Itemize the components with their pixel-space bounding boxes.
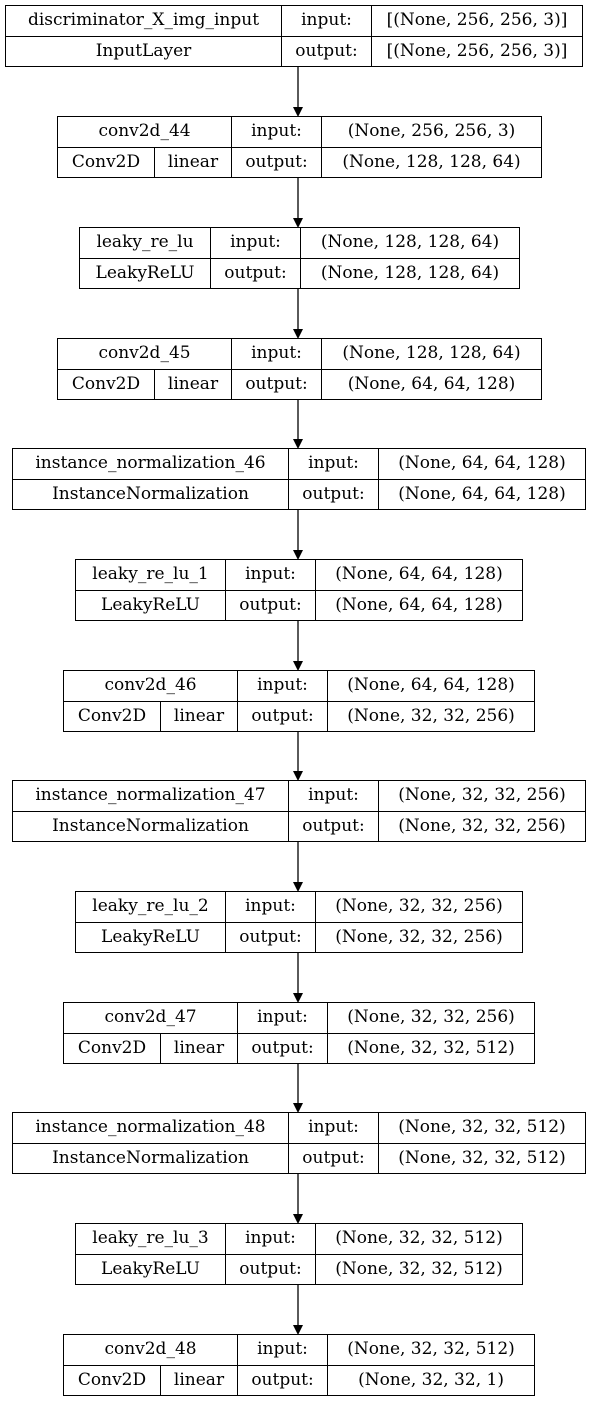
input-label: input: bbox=[288, 448, 379, 480]
input-label: input: bbox=[237, 670, 329, 702]
output-shape: (None, 32, 32, 256) bbox=[315, 921, 523, 953]
output-label: output: bbox=[225, 589, 316, 621]
input-shape: (None, 32, 32, 512) bbox=[315, 1223, 523, 1255]
input-shape: (None, 32, 32, 256) bbox=[327, 1002, 536, 1034]
output-label: output: bbox=[210, 257, 301, 289]
output-label: output: bbox=[237, 1032, 329, 1064]
input-shape: (None, 64, 64, 128) bbox=[315, 559, 523, 591]
layer-name: leaky_re_lu_1 bbox=[75, 559, 226, 591]
output-shape: (None, 32, 32, 512) bbox=[315, 1253, 523, 1285]
output-label: output: bbox=[231, 368, 323, 400]
input-shape: [(None, 256, 256, 3)] bbox=[371, 5, 583, 37]
input-label: input: bbox=[225, 559, 316, 591]
input-label: input: bbox=[225, 1223, 316, 1255]
output-label: output: bbox=[288, 1142, 379, 1174]
layer-name: leaky_re_lu_2 bbox=[75, 891, 226, 923]
layer-name: discriminator_X_img_input bbox=[5, 5, 282, 37]
layer-name: leaky_re_lu_3 bbox=[75, 1223, 226, 1255]
output-label: output: bbox=[288, 478, 379, 510]
input-shape: (None, 32, 32, 256) bbox=[315, 891, 523, 923]
layer-activation: linear bbox=[159, 700, 239, 732]
output-shape: (None, 32, 32, 256) bbox=[378, 810, 586, 842]
layer-type: LeakyReLU bbox=[75, 589, 226, 621]
output-shape: (None, 64, 64, 128) bbox=[315, 589, 523, 621]
layer-type: Conv2D bbox=[63, 700, 161, 732]
output-shape: (None, 32, 32, 512) bbox=[378, 1142, 586, 1174]
input-shape: (None, 32, 32, 512) bbox=[327, 1334, 536, 1366]
input-label: input: bbox=[231, 338, 323, 370]
output-label: output: bbox=[225, 921, 316, 953]
layer-activation: linear bbox=[153, 146, 233, 178]
output-shape: (None, 64, 64, 128) bbox=[378, 478, 586, 510]
output-shape: (None, 64, 64, 128) bbox=[321, 368, 543, 400]
layer-type: InstanceNormalization bbox=[12, 478, 289, 510]
output-shape: (None, 32, 32, 256) bbox=[327, 700, 536, 732]
output-shape: (None, 32, 32, 512) bbox=[327, 1032, 536, 1064]
layer-name: conv2d_44 bbox=[56, 116, 233, 148]
layer-type: Conv2D bbox=[63, 1032, 161, 1064]
layer-activation: linear bbox=[159, 1032, 239, 1064]
layer-type: LeakyReLU bbox=[75, 921, 226, 953]
input-shape: (None, 128, 128, 64) bbox=[300, 227, 520, 259]
input-shape: (None, 64, 64, 128) bbox=[378, 448, 586, 480]
output-shape: (None, 32, 32, 1) bbox=[327, 1364, 536, 1396]
layer-name: conv2d_45 bbox=[56, 338, 233, 370]
output-label: output: bbox=[231, 146, 323, 178]
layer-activation: linear bbox=[153, 368, 233, 400]
input-label: input: bbox=[225, 891, 316, 923]
layer-activation: linear bbox=[159, 1364, 239, 1396]
input-shape: (None, 64, 64, 128) bbox=[327, 670, 536, 702]
output-shape: (None, 128, 128, 64) bbox=[300, 257, 520, 289]
input-label: input: bbox=[281, 5, 372, 37]
input-label: input: bbox=[288, 1112, 379, 1144]
layer-name: instance_normalization_48 bbox=[12, 1112, 289, 1144]
input-label: input: bbox=[237, 1002, 329, 1034]
layer-name: leaky_re_lu bbox=[79, 227, 211, 259]
input-shape: (None, 128, 128, 64) bbox=[321, 338, 543, 370]
input-label: input: bbox=[231, 116, 323, 148]
input-shape: (None, 32, 32, 512) bbox=[378, 1112, 586, 1144]
layer-type: InputLayer bbox=[5, 35, 282, 67]
layer-type: Conv2D bbox=[57, 146, 155, 178]
layer-type: Conv2D bbox=[63, 1364, 161, 1396]
layer-name: conv2d_47 bbox=[62, 1002, 239, 1034]
layer-type: LeakyReLU bbox=[75, 1253, 226, 1285]
input-label: input: bbox=[288, 780, 379, 812]
layer-type: InstanceNormalization bbox=[12, 1142, 289, 1174]
output-label: output: bbox=[237, 1364, 329, 1396]
output-label: output: bbox=[225, 1253, 316, 1285]
layer-name: instance_normalization_47 bbox=[12, 780, 289, 812]
layer-name: conv2d_46 bbox=[62, 670, 239, 702]
layer-type: InstanceNormalization bbox=[12, 810, 289, 842]
layer-name: instance_normalization_46 bbox=[12, 448, 289, 480]
input-label: input: bbox=[210, 227, 301, 259]
layer-type: LeakyReLU bbox=[79, 257, 211, 289]
output-shape: [(None, 256, 256, 3)] bbox=[371, 35, 583, 67]
layer-name: conv2d_48 bbox=[62, 1334, 239, 1366]
output-label: output: bbox=[288, 810, 379, 842]
output-label: output: bbox=[237, 700, 329, 732]
layer-type: Conv2D bbox=[57, 368, 155, 400]
output-shape: (None, 128, 128, 64) bbox=[321, 146, 543, 178]
output-label: output: bbox=[281, 35, 372, 67]
input-shape: (None, 256, 256, 3) bbox=[321, 116, 543, 148]
input-label: input: bbox=[237, 1334, 329, 1366]
input-shape: (None, 32, 32, 256) bbox=[378, 780, 586, 812]
